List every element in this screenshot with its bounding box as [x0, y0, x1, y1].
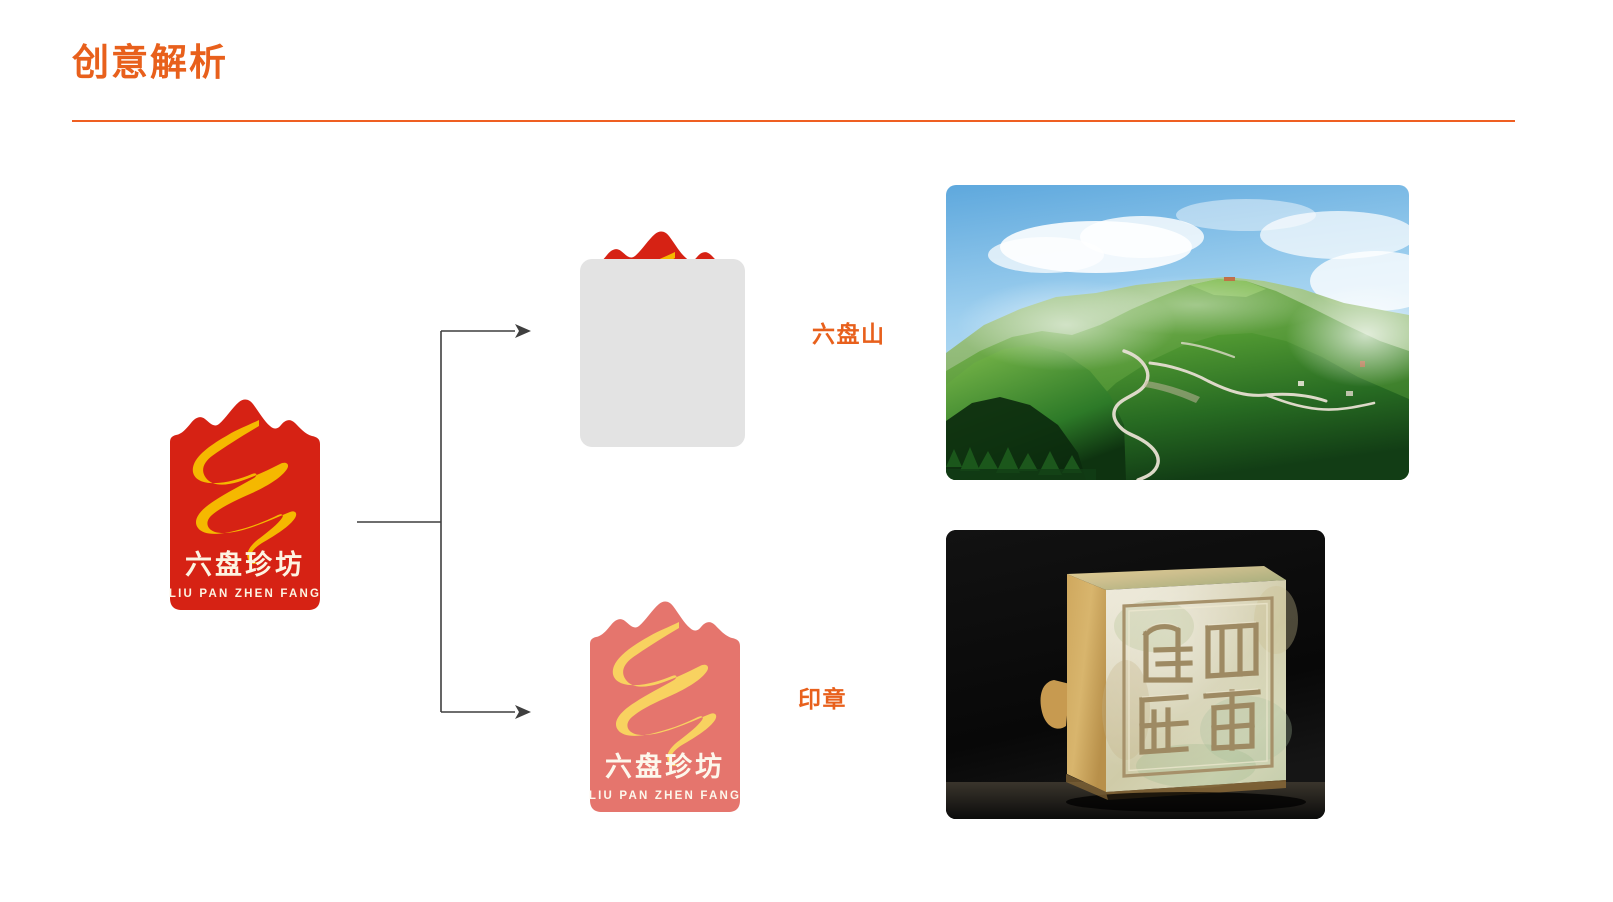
breakdown-label-seal: 印章: [798, 686, 847, 712]
logo-name-cn: 六盘珍坊: [605, 752, 725, 782]
arrowhead-top-icon: [515, 324, 531, 338]
brand-logo: 六盘珍坊 LIU PAN ZHEN FANG: [164, 398, 326, 614]
logo-seal-shape: [170, 399, 320, 610]
breakdown-item-seal: 六盘珍坊 LIU PAN ZHEN FANG: [584, 600, 746, 816]
breakdown-label-mountain: 六盘山: [812, 321, 886, 347]
logo-name-en: LIU PAN ZHEN FANG: [588, 790, 742, 802]
seal-silhouette-shape: [590, 601, 740, 812]
mountain-landscape-illustration: [946, 185, 1409, 480]
logo-name-en: LIU PAN ZHEN FANG: [168, 588, 322, 600]
title-divider: [72, 120, 1515, 122]
branching-arrow-connector: [357, 324, 531, 719]
jade-seal-illustration: [946, 530, 1325, 819]
page-title: 创意解析: [72, 42, 228, 83]
arrowhead-bottom-icon: [515, 705, 531, 719]
liupan-mountain-photo: [946, 185, 1409, 480]
logo-name-cn: 六盘珍坊: [185, 550, 305, 580]
jade-seal-photo: [946, 530, 1325, 819]
occluding-mask: [580, 259, 745, 447]
breakdown-item-mountain: [580, 212, 745, 447]
